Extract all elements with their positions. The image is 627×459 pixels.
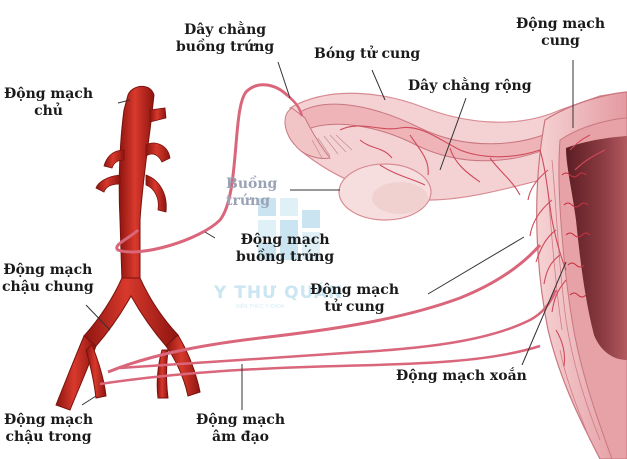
uterine-artery	[107, 244, 542, 374]
leader-lines	[81, 60, 574, 410]
vascular-network	[339, 125, 606, 367]
watermark-text: Y THƯ QUÁN	[214, 283, 344, 303]
watermark-logo	[258, 198, 320, 260]
label-ovary: Buồng trứng	[226, 176, 278, 209]
external-iliac-right	[165, 334, 201, 397]
label-uterine-artery: Động mạch tử cung	[310, 282, 400, 315]
myometrium-texture	[547, 159, 601, 441]
label-broad-ligament: Dây chằng rộng	[408, 78, 532, 94]
label-internal-iliac: Động mạch chậu trong	[4, 412, 94, 445]
ovarian-artery	[115, 83, 290, 254]
fimbriae	[284, 107, 331, 159]
ovary-shade	[372, 182, 428, 214]
fimbriae-lines	[311, 134, 353, 159]
uterine-artery-lower	[119, 289, 558, 370]
label-aorta: Động mạch chủ	[4, 86, 94, 119]
watermark-subtext: KIẾN THỨC Y KHOA	[236, 304, 285, 310]
label-common-iliac: Động mạch chậu chung	[2, 262, 94, 295]
label-spiral-artery: Động mạch xoắn	[396, 368, 527, 384]
vaginal-artery	[99, 344, 541, 386]
common-iliac-arteries	[83, 277, 179, 347]
label-ovarian-artery: Động mạch buồng trứng	[236, 232, 335, 265]
aortic-branches	[95, 107, 171, 213]
label-vaginal-artery: Động mạch âm đạo	[196, 412, 286, 445]
internal-iliac-left	[85, 344, 107, 399]
label-fallopian-tube: Bóng tử cung	[314, 46, 421, 62]
ovarian-artery-branch	[287, 95, 304, 117]
uterine-cavity	[566, 136, 627, 360]
label-ovarian-ligament: Dây chằng buồng trứng	[176, 22, 275, 55]
label-arcuate-artery: Động mạch cung	[516, 16, 606, 49]
spiral-arteries	[561, 172, 591, 298]
